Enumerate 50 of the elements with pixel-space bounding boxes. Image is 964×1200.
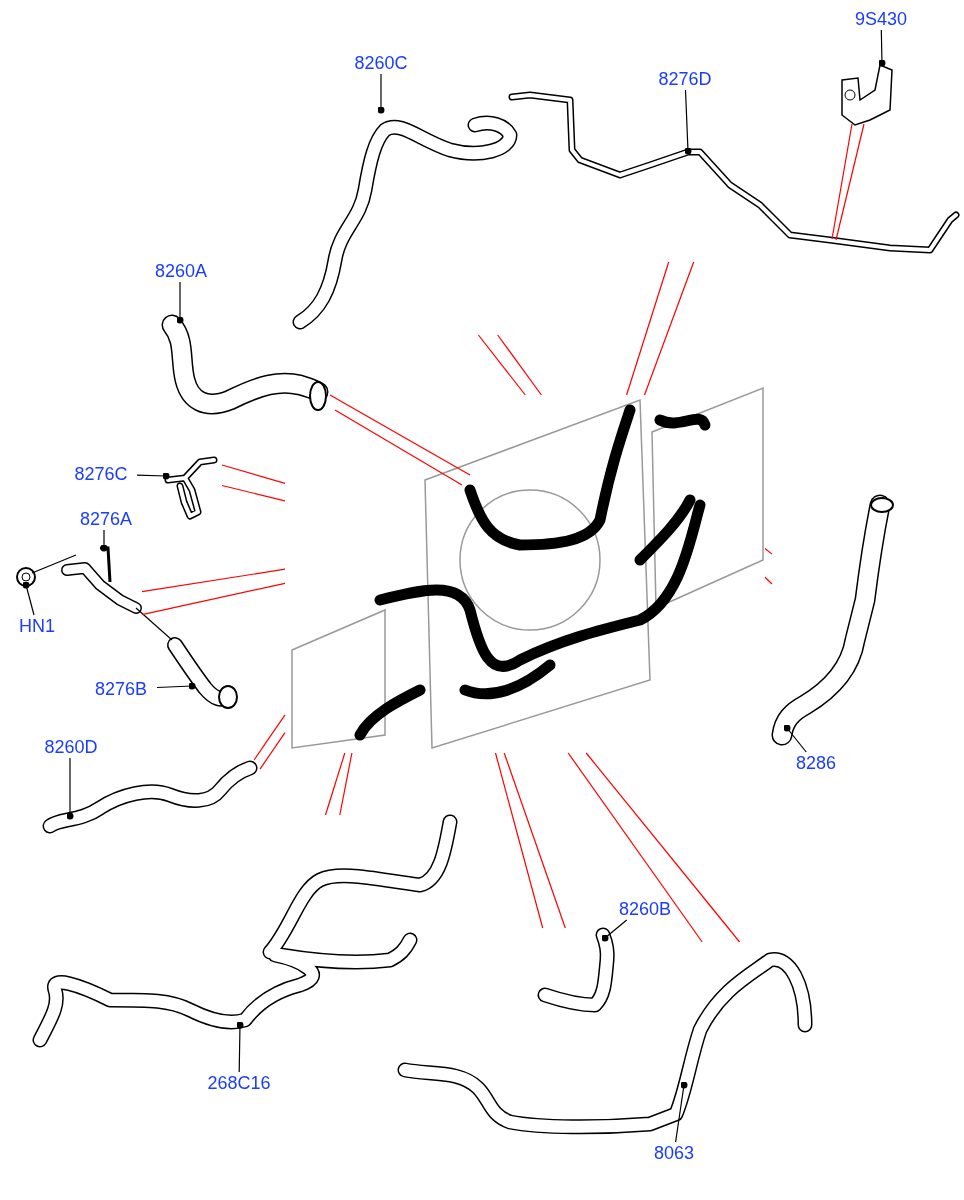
leader-line — [783, 724, 807, 753]
connector-line — [497, 334, 542, 396]
connector-line — [221, 464, 286, 484]
leader-line — [675, 1081, 688, 1143]
connector-line — [253, 714, 286, 761]
part-number: 8276D — [652, 68, 718, 90]
connector-line — [31, 554, 77, 574]
leader-line — [156, 682, 196, 690]
connector-line — [831, 123, 853, 240]
connector-line — [494, 752, 544, 929]
connector-line — [626, 261, 670, 396]
part-number: 8260B — [612, 898, 678, 920]
part-number: 8276C — [65, 463, 137, 485]
connector-line — [835, 123, 865, 241]
part-number: 8286 — [790, 752, 842, 774]
leader-line — [176, 281, 184, 324]
connector-line — [221, 484, 286, 502]
leader-line — [22, 581, 35, 616]
connector-line — [339, 752, 353, 816]
connector-line — [135, 607, 173, 641]
leader-line — [236, 1021, 244, 1073]
leader-line — [601, 919, 628, 942]
connector-line — [141, 582, 286, 616]
part-number: 8260D — [35, 736, 107, 758]
connector-line — [259, 732, 286, 770]
connector-line — [764, 576, 773, 585]
leader-line — [684, 89, 692, 155]
leader-line — [136, 472, 170, 480]
connector-line — [329, 394, 471, 476]
connector-line — [324, 752, 346, 816]
connector-line — [477, 334, 526, 396]
connector-line — [764, 547, 773, 555]
connector-line — [567, 752, 703, 943]
connector-line — [334, 409, 463, 486]
part-number: 8260A — [145, 260, 217, 282]
leader-line — [100, 529, 108, 552]
part-number: 8260C — [345, 52, 417, 74]
connector-line — [503, 752, 566, 929]
connector-line — [141, 568, 286, 593]
connector-line — [643, 261, 695, 396]
leader-line — [66, 757, 74, 820]
part-number: 9S430 — [845, 8, 917, 30]
part-number: 8276B — [85, 678, 157, 700]
leader-line — [377, 73, 385, 114]
leader-line — [878, 29, 886, 67]
part-number: HN1 — [16, 615, 58, 637]
part-number: 8063 — [648, 1142, 700, 1164]
part-number: 268C16 — [198, 1072, 280, 1094]
part-number: 8276A — [70, 508, 142, 530]
connector-line — [585, 752, 741, 943]
